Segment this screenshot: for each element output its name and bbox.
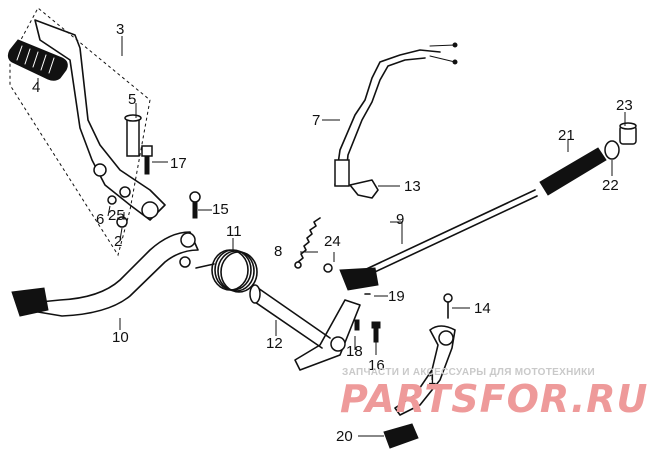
bolt-14	[443, 293, 453, 319]
label-4: 4	[32, 79, 40, 96]
label-22: 22	[602, 177, 619, 194]
watermark: ЗАПЧАСТИ И АКСЕССУАРЫ ДЛЯ МОТОТЕХНИКИ PA…	[340, 367, 648, 421]
label-20: 20	[336, 428, 353, 445]
label-18: 18	[346, 343, 363, 360]
brake-rod	[339, 189, 538, 291]
kickstarter-rubber	[7, 39, 68, 81]
label-21: 21	[558, 127, 575, 144]
label-19: 19	[388, 288, 405, 305]
label-7: 7	[312, 112, 320, 129]
label-15: 15	[212, 201, 229, 218]
brake-shaft	[249, 284, 361, 371]
label-3: 3	[116, 21, 124, 38]
switch-spring	[294, 217, 321, 269]
shift-pedal	[394, 325, 456, 416]
label-5: 5	[128, 91, 136, 108]
adjusting-nut	[619, 122, 637, 145]
label-17: 17	[170, 155, 187, 172]
label-8: 8	[274, 243, 282, 260]
spring-hook	[349, 179, 379, 199]
label-16: 16	[368, 357, 385, 374]
watermark-brand: PARTSFOR.RU	[340, 377, 648, 421]
bolt-24	[323, 263, 333, 273]
kickstarter-arm	[34, 19, 166, 221]
label-13: 13	[404, 178, 421, 195]
label-2: 2	[114, 233, 122, 250]
joint-22	[604, 140, 620, 160]
return-spring	[195, 249, 258, 293]
label-11: 11	[226, 223, 242, 240]
label-1: 1	[428, 371, 436, 388]
label-9: 9	[396, 211, 404, 228]
bolt-17	[141, 145, 153, 175]
part-labels: 3 4 5 17 15 6 25 2 10 11 12 7 13 9 8 24 …	[32, 21, 633, 445]
watermark-subtitle: ЗАПЧАСТИ И АКСЕССУАРЫ ДЛЯ МОТОТЕХНИКИ	[342, 367, 595, 378]
pin-18	[354, 319, 360, 331]
bolt-15	[189, 191, 201, 219]
pivot-pin	[124, 114, 142, 157]
label-12: 12	[266, 335, 283, 352]
label-23: 23	[616, 97, 633, 114]
brake-switch	[334, 42, 458, 187]
ball-25	[119, 186, 131, 198]
shift-rubber	[383, 423, 419, 449]
spring-6	[107, 195, 117, 205]
leader-lines	[37, 36, 626, 437]
label-6: 6	[96, 211, 104, 228]
rod-spring	[539, 147, 607, 196]
label-25: 25	[108, 207, 125, 224]
label-24: 24	[324, 233, 341, 250]
brake-pedal	[11, 231, 199, 317]
bolt-16	[371, 321, 381, 343]
label-14: 14	[474, 300, 491, 317]
label-10: 10	[112, 329, 129, 346]
